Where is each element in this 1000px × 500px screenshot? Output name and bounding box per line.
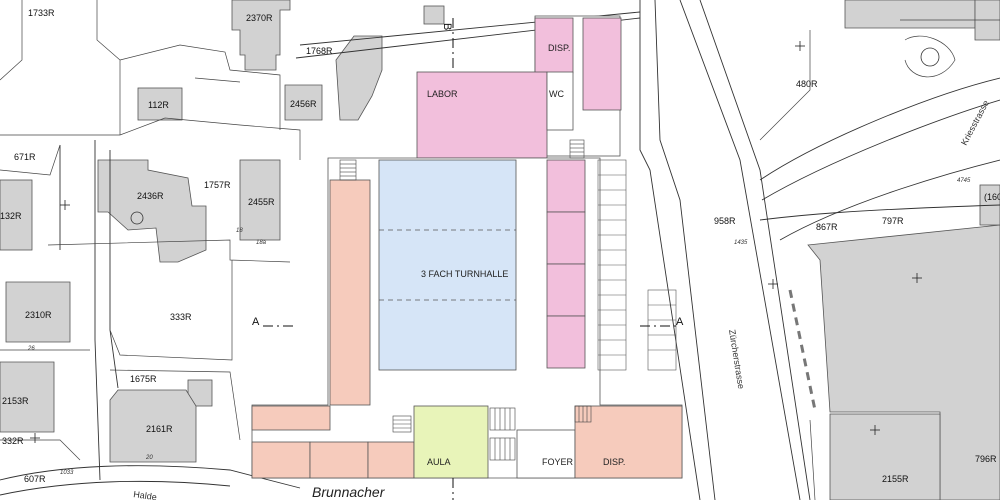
parcel-label: (160 [984,192,1000,202]
room-east-3 [546,263,586,317]
section-marker-a-right: A [676,316,684,328]
room-label-disp-top: DISP. [548,43,570,53]
street-label-zuercherstrasse: Zürcherstrasse [727,329,746,390]
parcel-label: 671R [14,152,36,162]
room-foyer [516,429,576,479]
room-southwest-1 [251,405,331,431]
parcel-label: 1768R [306,46,333,56]
building-112 [137,87,183,121]
parcel-label: 332R [2,436,24,446]
room-aula [413,405,489,479]
house-number: 1033 [60,470,74,476]
room-turnhalle [378,159,517,371]
parcel-label: 132R [0,211,22,221]
house-number: 1435 [734,240,748,246]
building-2161 [109,389,197,463]
school-complex [251,15,683,479]
room-label-wc: WC [549,89,564,99]
building-2370 [231,0,291,71]
house-number: 26 [27,346,35,352]
parcel-label: 333R [170,312,192,322]
room-disp-top [534,17,574,74]
room-label-turnhalle: 3 FACH TURNHALLE [421,269,508,279]
room-disp-bottom [574,405,683,479]
section-markers: A A B [252,23,684,328]
parcel-label: 2161R [146,424,173,434]
building-2310 [5,281,71,343]
parcel-label: 796R [975,454,997,464]
room-label-labor: LABOR [427,89,458,99]
parcel-label: 2155R [882,474,909,484]
parcel-label: 1733R [28,8,55,18]
room-label-disp-bottom: DISP. [603,457,625,467]
room-southwest-4 [367,441,415,479]
section-lines [263,18,676,500]
parcel-label: 2310R [25,310,52,320]
parcel-label: 1675R [130,374,157,384]
room-southwest-3 [309,441,369,479]
building-north-small [423,5,445,25]
room-labor [416,71,548,159]
parcel-label: 797R [882,216,904,226]
parcel-label: 2456R [290,99,317,109]
building-2456 [284,84,323,121]
parcel-label: 607R [24,474,46,484]
round-feature-icon [130,211,144,225]
parcel-label: 958R [714,216,736,226]
room-labels: DISP. LABOR WC 3 FACH TURNHALLE AULA FOY… [421,43,625,467]
house-number: 20 [145,455,153,461]
parcel-label: 2370R [246,13,273,23]
street-label-brunnacher: Brunnacher [312,484,386,500]
parking-spaces [597,159,677,371]
parcel-label: 2436R [137,191,164,201]
room-east-4 [546,315,586,369]
house-number: 4745 [957,178,971,184]
house-number: 18a [256,240,267,246]
dashed-walkway [788,289,817,411]
room-top-right [582,17,622,111]
parcel-label: 480R [796,79,818,89]
parcel-label: 112R [148,100,169,110]
room-label-aula: AULA [427,457,451,467]
roundabout-icon [920,47,940,67]
street-label-halde: Halde [133,489,158,500]
building-2155-south [829,413,941,500]
room-label-foyer: FOYER [542,457,574,467]
parcel-label: 867R [816,222,838,232]
building-1768-east [335,35,383,121]
building-132 [0,179,33,251]
parcel-label: 2455R [248,197,275,207]
section-marker-b: B [441,23,453,30]
room-west-wing [329,179,371,406]
room-wc [546,71,574,131]
parcel-labels: 1733R 2370R 1768R 112R 2456R 671R 2436R … [0,8,1000,484]
street-label-kriesstrasse: Kriesstrasse [959,99,991,147]
parcel-label: 1757R [204,180,231,190]
building-2455 [239,159,281,241]
building-2436 [97,159,207,263]
house-numbers: 18 18a 26 20 1033 1435 4745 [27,178,971,476]
parcel-label: 2153R [2,396,29,406]
room-southwest-2 [251,441,311,479]
section-marker-a-left: A [252,316,260,328]
survey-markers [30,41,922,443]
building-2153 [0,361,55,433]
stairs [339,139,592,461]
building-northeast [844,0,976,29]
house-number: 18 [236,228,243,234]
room-east-1 [546,159,586,213]
room-east-2 [546,211,586,265]
